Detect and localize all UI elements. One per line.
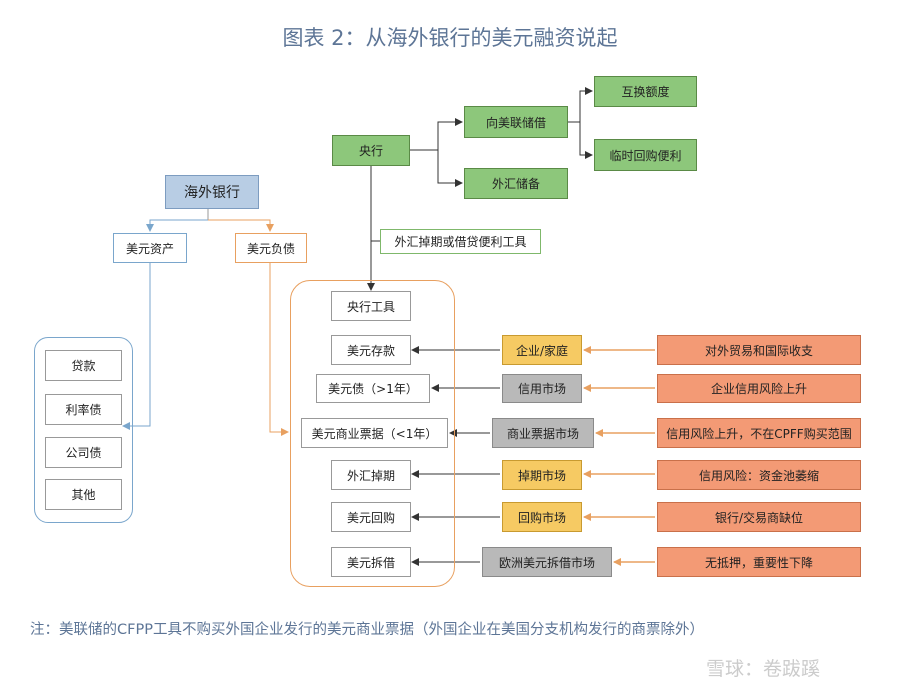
shock-node: 信用风险：资金池萎缩 bbox=[657, 460, 861, 490]
swap-quota-node: 互换额度 bbox=[594, 76, 697, 107]
watermark: 雪球：卷跋蹊 bbox=[706, 658, 821, 680]
usd-assets-node: 美元资产 bbox=[113, 233, 187, 263]
fx-reserve-node: 外汇储备 bbox=[464, 168, 568, 199]
shock-node: 银行/交易商缺位 bbox=[657, 502, 861, 532]
liability-item: 美元债（>1年） bbox=[316, 374, 430, 403]
central-bank-node: 央行 bbox=[332, 135, 410, 166]
liability-item: 美元回购 bbox=[331, 502, 411, 532]
figure-title: 图表 2：从海外银行的美元融资说起 bbox=[282, 26, 618, 50]
asset-group bbox=[34, 337, 133, 523]
footnote: 注：美联储的CFPP工具不购买外国企业发行的美元商业票据（外国企业在美国分支机构… bbox=[30, 622, 704, 638]
liability-item: 美元拆借 bbox=[331, 547, 411, 577]
shock-node: 信用风险上升，不在CPFF购买范围 bbox=[657, 418, 861, 448]
market-node: 回购市场 bbox=[502, 502, 582, 532]
liability-item: 央行工具 bbox=[331, 291, 411, 321]
usd-liabilities-node: 美元负债 bbox=[235, 233, 307, 263]
shock-node: 对外贸易和国际收支 bbox=[657, 335, 861, 365]
overseas-bank-node: 海外银行 bbox=[165, 175, 259, 209]
asset-item: 贷款 bbox=[45, 350, 122, 381]
liability-item: 美元存款 bbox=[331, 335, 411, 365]
temp-repo-node: 临时回购便利 bbox=[594, 139, 697, 171]
liability-item: 外汇掉期 bbox=[331, 460, 411, 490]
shock-node: 企业信用风险上升 bbox=[657, 374, 861, 403]
fed-borrowing-node: 向美联储借 bbox=[464, 106, 568, 138]
shock-node: 无抵押，重要性下降 bbox=[657, 547, 861, 577]
market-node: 企业/家庭 bbox=[502, 335, 582, 365]
liability-group bbox=[290, 280, 455, 587]
liability-item: 美元商业票据（<1年） bbox=[301, 418, 448, 448]
market-node: 商业票据市场 bbox=[492, 418, 594, 448]
market-node: 欧洲美元拆借市场 bbox=[482, 547, 612, 577]
market-node: 掉期市场 bbox=[502, 460, 582, 490]
asset-item: 公司债 bbox=[45, 437, 122, 468]
asset-item: 利率债 bbox=[45, 394, 122, 425]
fx-tools-label: 外汇掉期或借贷便利工具 bbox=[380, 229, 541, 254]
asset-item: 其他 bbox=[45, 479, 122, 510]
market-node: 信用市场 bbox=[502, 374, 582, 403]
